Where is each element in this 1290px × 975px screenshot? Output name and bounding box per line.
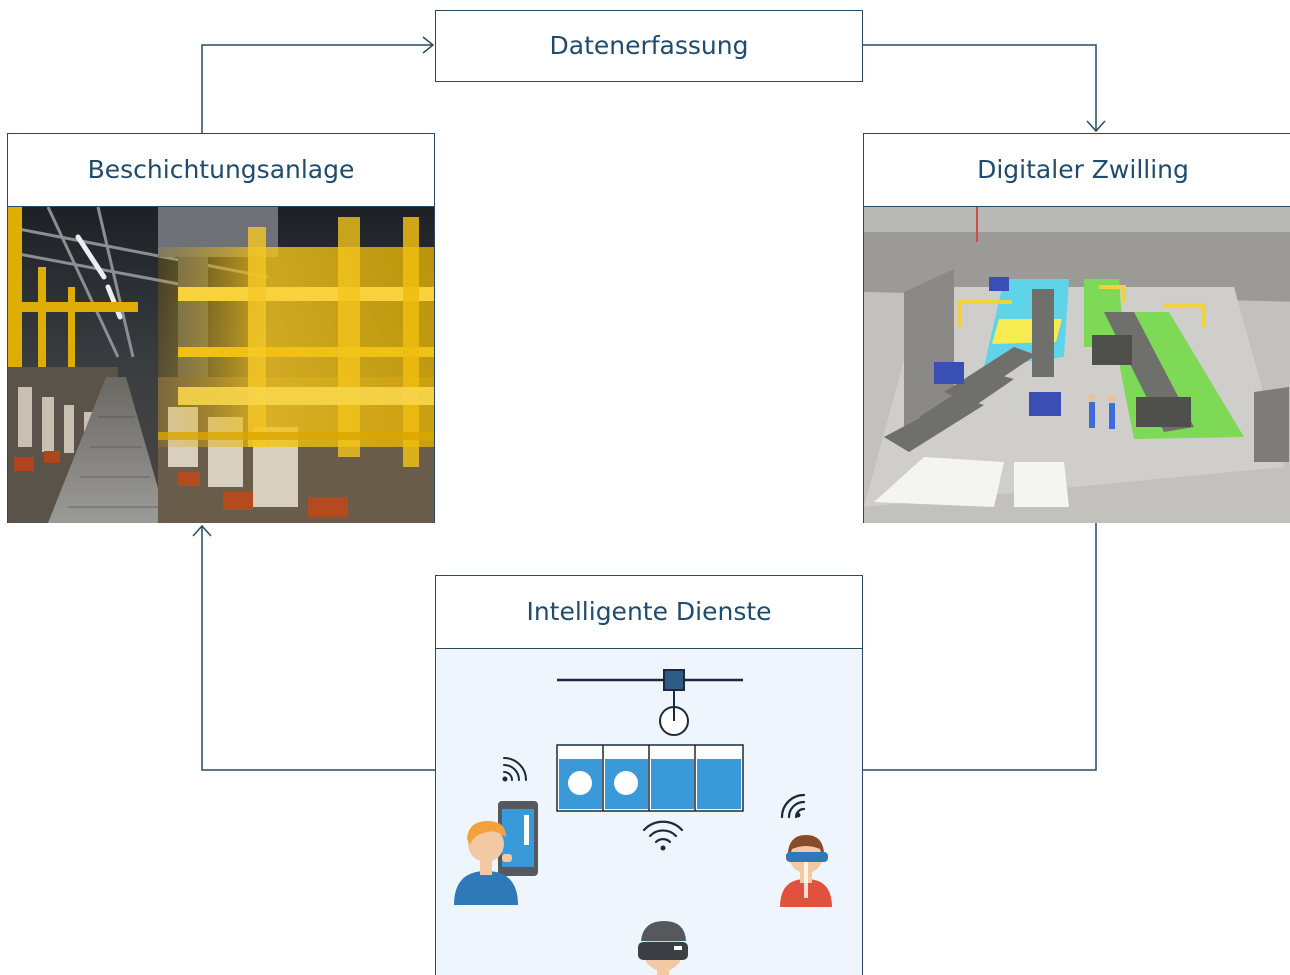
connector-dienste-to-anlage [201, 527, 435, 771]
arrowhead-to-zwilling [1086, 120, 1106, 133]
hoist-icon [557, 669, 743, 736]
node-label-digitaler-zwilling: Digitaler Zwilling [864, 134, 1290, 207]
node-datenerfassung: Datenerfassung [435, 10, 863, 82]
arrowhead-to-erfassung [422, 36, 435, 54]
tablet-user-icon [454, 757, 538, 905]
services-illustration [436, 649, 862, 975]
node-intelligente-dienste: Intelligente Dienste [435, 575, 863, 975]
coating-plant-photo [8, 207, 434, 523]
connector-zwilling-to-dienste [863, 523, 1097, 771]
ar-glasses-user-icon [780, 793, 832, 907]
connector-erfassung-to-zwilling [863, 44, 1097, 131]
node-beschichtungsanlage: Beschichtungsanlage [7, 133, 435, 523]
node-label-datenerfassung: Datenerfassung [549, 31, 749, 60]
node-label-beschichtungsanlage: Beschichtungsanlage [8, 134, 434, 207]
tank-row-icon [556, 744, 744, 812]
arrowhead-to-anlage [192, 524, 212, 537]
node-label-intelligente-dienste: Intelligente Dienste [436, 576, 862, 649]
3d-plant-model-render [864, 207, 1290, 523]
connector-anlage-to-erfassung [201, 44, 433, 133]
node-digitaler-zwilling: Digitaler Zwilling [863, 133, 1290, 523]
